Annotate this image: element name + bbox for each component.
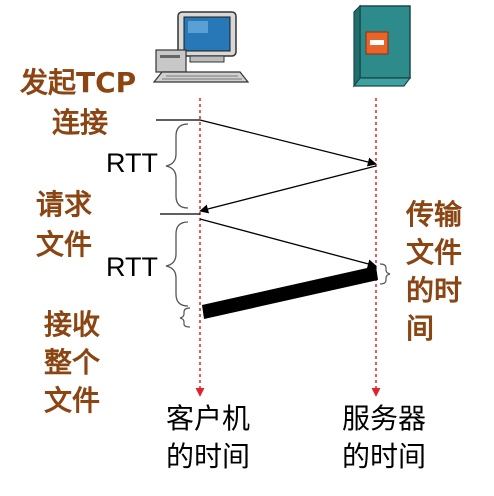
server-tower-icon (352, 4, 412, 88)
rtt-label-1: RTT (106, 148, 158, 178)
rtt-brace-1 (165, 123, 189, 209)
transmit-brace (379, 263, 391, 285)
file-transfer-bar (202, 266, 378, 319)
receive-brace (179, 307, 191, 328)
syn-ack-arrow (199, 165, 377, 214)
rtt-brace-2 (165, 221, 189, 307)
client-time-label: 客户机 的时间 (166, 402, 259, 473)
transmit-file-label: 传输 文件 的时 间 (405, 198, 472, 345)
syn-arrow (199, 119, 377, 167)
receive-file-label: 接收 整个 文件 (44, 308, 110, 417)
rtt-label-2: RTT (106, 252, 158, 282)
server-time-label: 服务器 的时间 (342, 402, 435, 473)
desktop-computer-icon (152, 11, 250, 83)
initiate-tcp-label: 发起TCP 连接 (19, 66, 146, 139)
request-file-label: 请求 文件 (36, 188, 102, 261)
request-arrow (199, 218, 377, 269)
